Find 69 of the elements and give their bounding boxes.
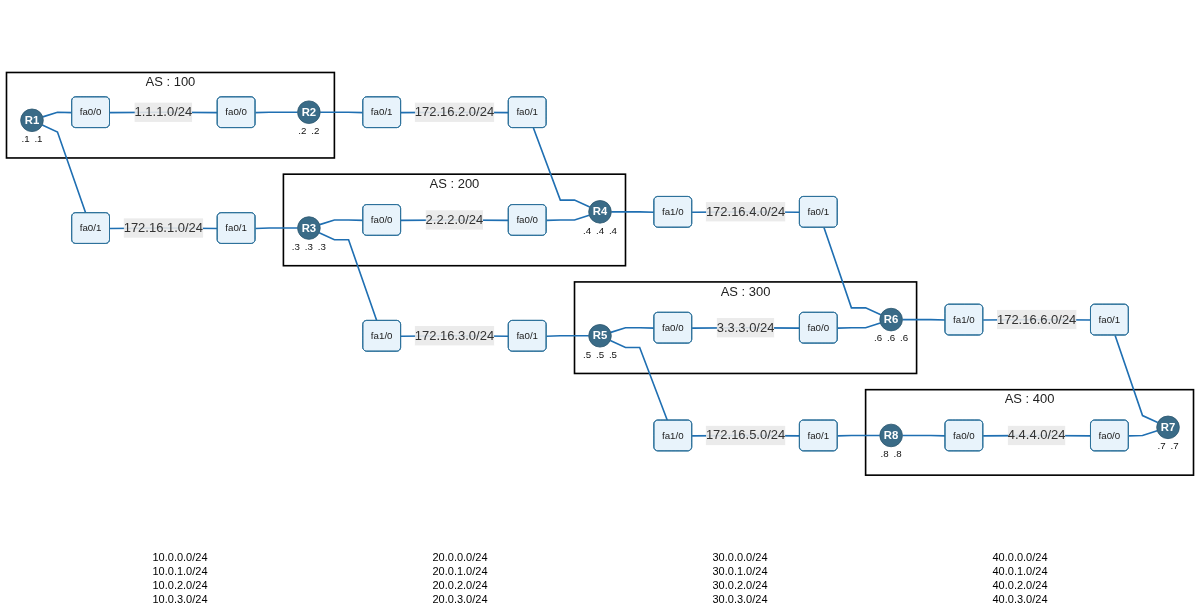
prefix-text: 40.0.0.0/24 (992, 551, 1048, 563)
ip-suffix-text: .8 (893, 448, 902, 460)
ip-suffix-text: .3 (291, 241, 300, 253)
edge-label: 4.4.4.0/24 (1007, 428, 1066, 443)
node-circle: R4 (588, 200, 612, 224)
prefix-text: 40.0.1.0/24 (992, 565, 1048, 577)
ip-suffix-text: .7 (1157, 440, 1166, 452)
edge-label: 3.3.3.0/24 (716, 320, 775, 335)
edge-label: 2.2.2.0/24 (425, 212, 484, 227)
edge-label: 172.16.3.0/24 (414, 328, 495, 343)
connector (836, 322, 882, 330)
prefix-text: 20.0.1.0/24 (432, 565, 488, 577)
edge-label: 172.16.6.0/24 (996, 312, 1077, 327)
prefix-text: 20.0.3.0/24 (432, 593, 488, 605)
prefix-text: 10.0.1.0/24 (152, 565, 208, 577)
ip-suffix-text: .1 (34, 133, 43, 145)
ip-suffix-text: .2 (298, 125, 307, 137)
connector (823, 227, 882, 316)
ip-suffix-text: .6 (887, 332, 896, 344)
connector (41, 111, 73, 118)
prefix-text: 30.0.3.0/24 (712, 593, 768, 605)
node-circle: R8 (879, 423, 903, 448)
prefix-text: 20.0.2.0/24 (432, 579, 488, 591)
prefix-text: 20.0.0.0/24 (432, 551, 488, 563)
connector (1114, 334, 1159, 424)
connector (254, 111, 299, 114)
ip-suffix-text: .6 (874, 332, 883, 344)
node-circle: R3 (297, 216, 321, 240)
node-circle: R2 (297, 100, 321, 125)
edge-label: 172.16.5.0/24 (705, 428, 786, 443)
ip-suffix-text: .3 (317, 241, 326, 253)
ip-suffix-text: .3 (304, 241, 313, 253)
connector (609, 339, 669, 422)
connector (319, 111, 364, 114)
ip-suffix-text: .7 (1170, 440, 1179, 452)
connector (532, 127, 591, 209)
prefix-text: 10.0.0.0/24 (152, 551, 208, 563)
ip-suffix-text: .2 (311, 125, 320, 137)
ip-suffix-text: .1 (21, 133, 30, 145)
ip-suffix-text: .5 (595, 348, 605, 360)
ip-suffix-text: .5 (583, 348, 592, 360)
prefix-text: 10.0.2.0/24 (152, 579, 208, 591)
node-circle: R7 (1156, 415, 1180, 440)
connector (545, 335, 590, 338)
ip-suffix-text: .5 (608, 348, 617, 360)
node-circle: R5 (588, 324, 612, 348)
ip-suffix-text: .4 (595, 224, 605, 236)
edge-label: 1.1.1.0/24 (134, 105, 193, 119)
prefix-text: 40.0.2.0/24 (992, 579, 1048, 591)
prefix-text: 30.0.1.0/24 (712, 565, 768, 577)
ip-suffix-text: .4 (608, 224, 617, 236)
connector (1127, 430, 1159, 437)
prefix-text: 30.0.2.0/24 (712, 579, 768, 591)
connector (318, 232, 378, 322)
ip-suffix-text: .4 (583, 224, 592, 236)
connector (836, 434, 881, 437)
node-circle: R6 (879, 308, 903, 332)
connector (254, 227, 299, 230)
ip-suffix-text: .8 (880, 448, 889, 460)
edge-label: 172.16.2.0/24 (414, 105, 495, 119)
ip-suffix-text: .6 (900, 332, 909, 344)
prefix-text: 30.0.0.0/24 (712, 551, 768, 563)
node-circle: R1 (20, 108, 44, 133)
edge-label: 172.16.4.0/24 (705, 204, 786, 219)
connector (545, 214, 591, 222)
edge-label: 172.16.1.0/24 (123, 220, 204, 235)
prefix-text: 40.0.3.0/24 (992, 593, 1048, 605)
prefix-text: 10.0.3.0/24 (152, 593, 208, 605)
connector (318, 219, 364, 226)
